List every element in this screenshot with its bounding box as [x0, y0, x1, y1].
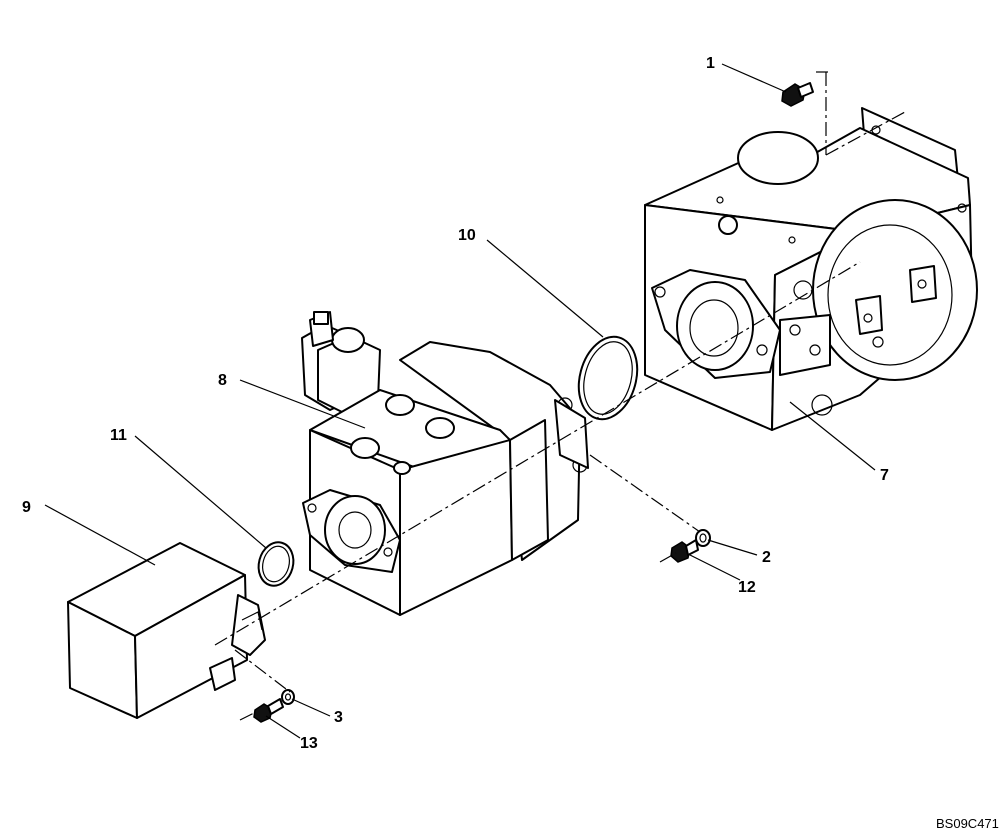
drawing-code: BS09C471: [936, 816, 999, 831]
callout-11: 11: [110, 427, 127, 444]
callout-2: 2: [762, 549, 771, 566]
callouts: 1 2 3 7 8 9 10 11 12 13: [22, 55, 889, 752]
part-9-cover: [67, 542, 266, 719]
leader-lines: [44, 63, 876, 739]
callout-12: 12: [738, 579, 756, 596]
part-3-washer: [281, 689, 295, 705]
part-13-bolt: [253, 698, 284, 723]
part-11-oring: [257, 541, 295, 587]
part-12-bolt: [670, 539, 699, 563]
callout-8: 8: [218, 372, 227, 389]
callout-9: 9: [22, 499, 31, 516]
part-7-housing: [644, 107, 978, 431]
part-1-bolt: [781, 82, 814, 107]
callout-1: 1: [706, 55, 715, 72]
callout-3: 3: [334, 709, 343, 726]
callout-10: 10: [458, 227, 476, 244]
callout-13: 13: [300, 735, 318, 752]
callout-7: 7: [880, 467, 889, 484]
alignment-lines: [214, 71, 906, 721]
part-2-washer: [695, 529, 711, 547]
part-8-valve-block: [301, 311, 589, 616]
